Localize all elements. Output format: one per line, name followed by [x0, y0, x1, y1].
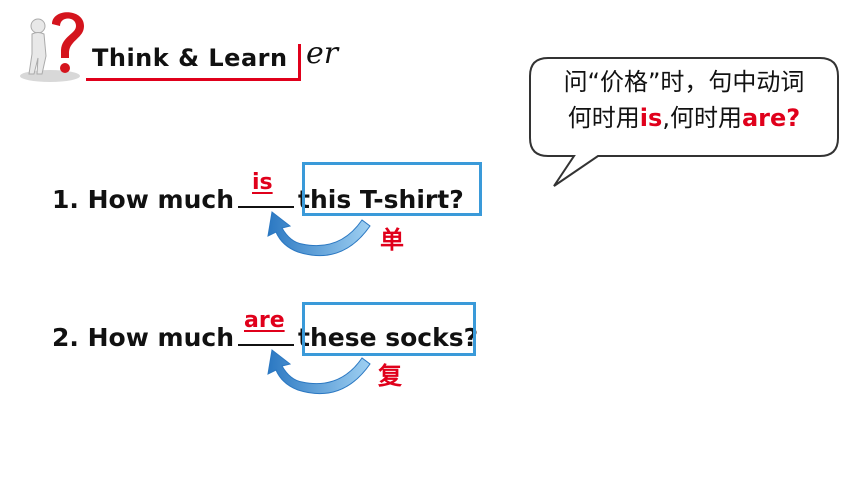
- phrase-highlight-box: [302, 162, 482, 216]
- keyword-are: are: [741, 104, 787, 132]
- bubble-text: 问“价格”时，句中动词 何时用is,何时用are?: [536, 64, 832, 136]
- answer-blank: [238, 184, 294, 208]
- sentence-prefix: How much: [87, 323, 234, 352]
- sentence-number: 2.: [52, 323, 79, 352]
- curved-arrow-icon: [267, 211, 371, 257]
- sentence-1: 1. How much this T-shirt?: [52, 184, 464, 214]
- curved-arrow-icon: [267, 349, 371, 395]
- sentence-prefix: How much: [87, 185, 234, 214]
- bubble-line-2: 何时用is,何时用are?: [567, 104, 801, 132]
- singular-tag: 单: [380, 226, 404, 254]
- sentence-phrase: this T-shirt: [298, 185, 450, 214]
- answer-2: are: [244, 308, 285, 333]
- bubble-line-1: 问“价格”时，句中动词: [563, 68, 805, 96]
- sentence-end: ?: [449, 185, 464, 214]
- speech-bubble: [529, 57, 839, 187]
- page-title: Think & Learn: [92, 44, 288, 72]
- question-mark-thinker-icon: [20, 12, 84, 82]
- answer-1: is: [252, 170, 273, 195]
- title-decoration: er: [306, 36, 339, 71]
- sentence-phrase: these socks: [298, 323, 464, 352]
- plural-tag: 复: [378, 362, 402, 390]
- answer-blank: [238, 322, 294, 346]
- sentence-number: 1.: [52, 185, 79, 214]
- title-frame: [86, 44, 301, 81]
- keyword-is: is: [639, 104, 663, 132]
- phrase-highlight-box: [302, 302, 476, 356]
